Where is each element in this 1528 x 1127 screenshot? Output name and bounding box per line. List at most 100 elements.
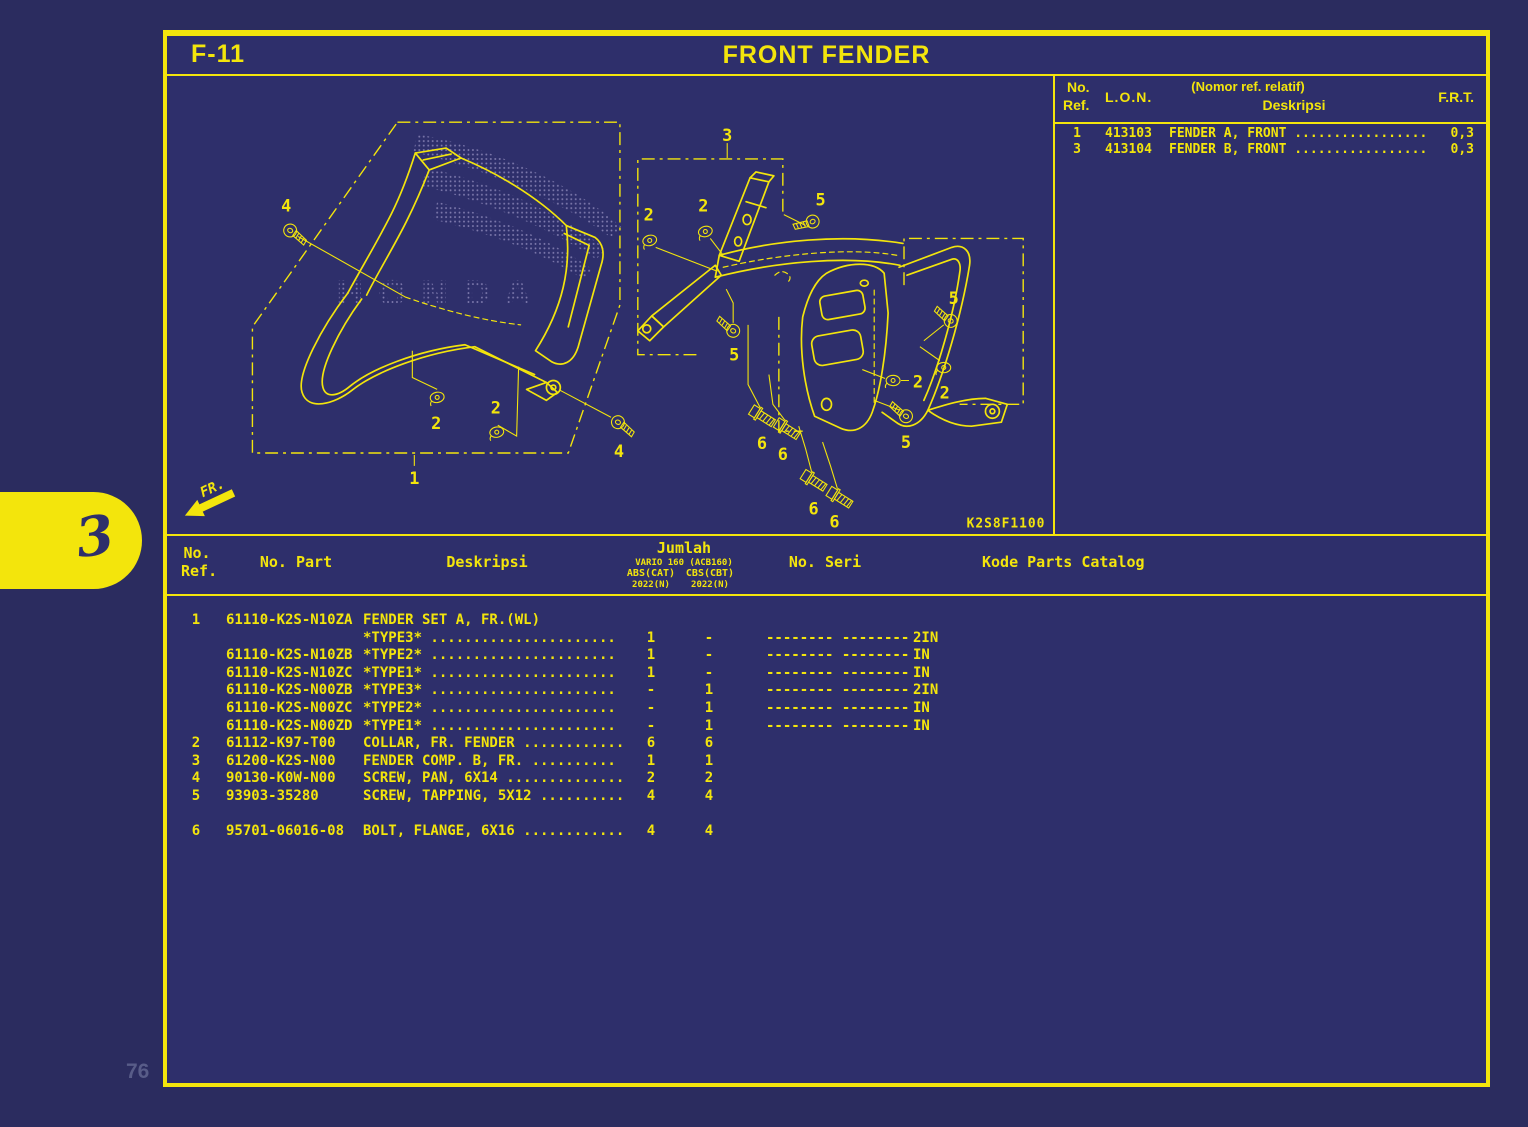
parts-cell-qty1: 1 xyxy=(646,647,656,664)
screw-icon xyxy=(712,315,743,340)
parts-cell-qty2: 4 xyxy=(704,823,714,840)
reference-panel: No. Ref. L.O.N. (Nomor ref. relatif) Des… xyxy=(1053,76,1486,534)
section-tab-label: 3 xyxy=(72,501,119,571)
grommet-icon xyxy=(428,390,446,407)
parts-cell-ref: 5 xyxy=(191,787,201,804)
parts-col-jumlah: Jumlah xyxy=(656,539,712,557)
parts-row: 61110-K2S-N00ZC*TYPE2* .................… xyxy=(167,700,1486,718)
parts-cell-qty2: 6 xyxy=(704,735,714,752)
ref-cell-desc: FENDER A, FRONT ................. xyxy=(1169,126,1428,141)
bolt-icon xyxy=(798,467,830,495)
parts-col-deskripsi: Deskripsi xyxy=(446,553,528,571)
parts-cell-part: 61110-K2S-N10ZA xyxy=(226,612,353,628)
parts-cell-desc: BOLT, FLANGE, 6X16 ............ xyxy=(363,823,625,840)
callout-number-2: 2 xyxy=(644,205,654,225)
parts-row: 61110-K2S-N10ZB*TYPE2* .................… xyxy=(167,647,1486,665)
bolt-icon xyxy=(747,403,778,430)
parts-row: 61110-K2S-N10ZC *TYPE1* .................… xyxy=(167,665,1486,683)
callout-number-4: 4 xyxy=(281,196,291,216)
parts-cell-desc: FENDER COMP. B, FR. .......... xyxy=(363,752,616,769)
parts-col-year1: 2022(N) xyxy=(632,580,670,590)
parts-table-header: No. Ref. No. Part Deskripsi Jumlah VARIO… xyxy=(167,534,1486,596)
parts-cell-seri: -------- -------- xyxy=(766,629,910,646)
callout-number-3: 3 xyxy=(722,125,732,145)
parts-cell-qty2: 1 xyxy=(704,699,714,716)
parts-cell-qty2: 1 xyxy=(704,682,714,699)
parts-cell-kode: IN xyxy=(913,647,930,664)
parts-row: 6 95701-06016-08 BOLT, FLANGE, 6X16 ......… xyxy=(167,823,1486,841)
parts-cell-part: 61110-K2S-N00ZD xyxy=(226,717,353,734)
section-code: F-11 xyxy=(191,40,246,68)
parts-cell-qty2: 2 xyxy=(704,770,714,787)
bolt-icon xyxy=(772,415,803,443)
section-tab: 3 xyxy=(0,492,142,589)
parts-cell-ref: 4 xyxy=(191,770,201,787)
parts-cell-desc: FENDER SET A, FR.(WL) xyxy=(363,612,541,628)
parts-cell-qty1: - xyxy=(646,717,656,734)
parts-cell-desc: *TYPE1* ...................... xyxy=(363,717,616,734)
parts-cell-desc: *TYPE1* ...................... xyxy=(363,664,616,681)
leader-lines xyxy=(297,143,945,489)
fastener-layer xyxy=(280,211,961,512)
parts-col-abs: ABS(CAT) xyxy=(626,568,676,579)
parts-cell-qty2: - xyxy=(704,647,714,664)
parts-cell-part: 95701-06016-08 xyxy=(226,823,345,840)
parts-cell-desc: SCREW, PAN, 6X14 .............. xyxy=(363,770,625,787)
parts-cell-ref: 6 xyxy=(191,823,201,840)
title-bar: F-11 FRONT FENDER xyxy=(167,36,1486,76)
ref-cell-ref: 1 xyxy=(1073,126,1081,141)
ref-cell-frt: 0,3 xyxy=(1450,126,1474,141)
callout-number-6: 6 xyxy=(757,433,767,453)
parts-cell-qty2: - xyxy=(704,629,714,646)
parts-cell-part: 61110-K2S-N10ZC xyxy=(226,664,353,681)
parts-cell-desc: COLLAR, FR. FENDER ............ xyxy=(363,735,625,752)
ref-col-deskripsi: Deskripsi xyxy=(1262,97,1326,113)
parts-cell-kode: IN xyxy=(913,717,930,734)
callout-number-5: 5 xyxy=(729,345,739,365)
fender-b-drawing xyxy=(636,171,1009,432)
parts-col-cbs: CBS(CBT) xyxy=(685,568,735,579)
parts-cell-part: 93903-35280 xyxy=(226,787,319,804)
parts-cell-desc: *TYPE3* ...................... xyxy=(363,682,616,699)
callout-number-2: 2 xyxy=(431,413,441,433)
callout-number-2: 2 xyxy=(913,371,923,391)
callout-number-2: 2 xyxy=(698,196,708,216)
parts-cell-part: 61110-K2S-N10ZB xyxy=(226,647,353,664)
parts-row: 4 90130-K0W-N00 SCREW, PAN, 6X14 .........… xyxy=(167,770,1486,788)
grommet-icon xyxy=(884,374,901,389)
grommet-icon xyxy=(696,224,715,242)
parts-col-part: No. Part xyxy=(259,553,333,571)
callout-number-6: 6 xyxy=(809,499,819,519)
ref-cell-lon: 413104 xyxy=(1105,142,1152,157)
parts-col-year2: 2022(N) xyxy=(691,580,729,590)
callout-number-2: 2 xyxy=(940,382,950,402)
parts-cell-part: 90130-K0W-N00 xyxy=(226,770,336,787)
parts-row: 61110-K2S-N00ZD *TYPE1* .................… xyxy=(167,718,1486,736)
parts-cell-qty1: 1 xyxy=(646,752,656,769)
parts-cell-seri: -------- -------- xyxy=(766,717,910,734)
parts-cell-part: 61200-K2S-N00 xyxy=(226,752,336,769)
screw-icon xyxy=(885,400,916,426)
callout-number-1: 1 xyxy=(409,468,419,488)
parts-cell-kode: 2IN xyxy=(913,629,939,646)
ref-col-frt: F.R.T. xyxy=(1438,89,1474,105)
reference-table-header: No. Ref. L.O.N. (Nomor ref. relatif) Des… xyxy=(1055,76,1486,124)
ref-col-lon: L.O.N. xyxy=(1105,89,1153,105)
parts-row: 61110-K2S-N00ZB*TYPE3* .................… xyxy=(167,682,1486,700)
parts-col-vario: VARIO 160 (ACB160) xyxy=(635,558,733,568)
parts-cell-qty1: - xyxy=(646,682,656,699)
parts-cell-desc: *TYPE3* ...................... xyxy=(363,629,616,646)
parts-diagram: HONDA xyxy=(167,76,1053,534)
screw-icon xyxy=(930,305,961,331)
parts-cell-seri: -------- -------- xyxy=(766,699,910,716)
grommet-icon xyxy=(487,425,506,442)
callout-number-6: 6 xyxy=(778,444,788,464)
screw-icon xyxy=(608,413,639,438)
